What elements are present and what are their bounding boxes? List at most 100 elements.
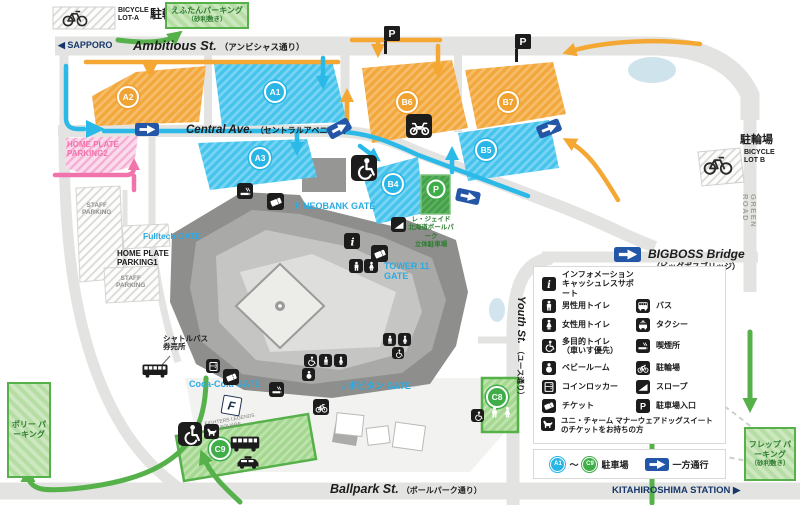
parking-entrance-flag-icon: P [515,34,531,62]
central-ave-jp: （セントラルアベニュー） [255,126,352,135]
staff-parking2-label: STAFF PARKING [116,275,146,290]
wheelchair-icon [178,422,202,446]
wheelchair-icon [392,347,404,359]
one-way-sign-icon [135,123,159,136]
staff-parking2-area [103,265,161,304]
baby-room-icon [302,368,315,381]
lot-badge-c8: C8 [486,386,508,408]
slope-icon [636,379,650,394]
ticket-icon [267,193,284,210]
male-icon [542,298,556,313]
legend-oneway-label: 一方通行 [672,459,709,470]
eftan-parking-name: えふたんパーキング [171,6,243,16]
eftan-parking-note: （砂利敷き） [187,16,227,24]
flep-parking-box: フレップ パーキング （砂利敷き） [744,427,796,481]
bicycle-lot-a-area [52,6,116,30]
coin-locker-icon [206,359,220,373]
smoking-icon [237,183,253,199]
svg-text:i: i [350,236,354,247]
wheelchair-icon [471,409,484,422]
ballpark-st-en: Ballpark St. [330,482,399,496]
svg-text:P: P [640,401,646,411]
home-plate-parking1-area [121,223,171,250]
dog-icon [541,417,555,431]
ambitious-st-en: Ambitious St. [133,38,217,53]
legend-item-label: コインロッカー [562,381,618,391]
ticket-icon [371,245,388,262]
lot-badge-c9: C9 [209,438,231,460]
bicycle-lot-b-label-jp: 駐輪場 [740,134,773,146]
bicycle-lot-a-label-en: BICYCLE LOT-A [118,7,149,22]
shuttle-bus-icon [142,364,168,378]
smoking-icon [269,382,284,397]
female-toilet-icon [364,259,378,273]
male-toilet-icon [349,259,363,273]
baby-icon [542,360,556,375]
legend-item-label: インフォメーション キャッシュレスサポート [562,269,634,298]
legend-item-ticket: チケット [542,396,634,415]
bicycle-icon [703,154,733,176]
legend-parking-label: 駐車場 [601,459,629,470]
cocacola-gate-label: Coca-Cola GATE [189,379,261,389]
one-way-sign-icon [535,117,563,140]
legend-badge-c9: C9 [582,456,598,472]
one-way-sign-icon [325,117,353,140]
lot-badge-b7: B7 [497,91,519,113]
youth-st-label: Youth St. （ユース通り） [515,296,527,399]
youth-st-en: Youth St. [515,296,527,344]
legend-item-label: スロープ [656,381,688,391]
ambitious-st-label: Ambitious St. （アンビシャス通り） [133,38,304,53]
pink-route-arrow [52,158,140,193]
taxi-stand-icon [236,456,260,469]
one-way-sign-icon [614,247,641,262]
legend-item-baby: ベビールーム [542,358,634,377]
sapporo-direction-label: ◀ SAPPORO [58,40,113,50]
legend-item-taxi: タクシー [636,315,722,334]
fulltech-gate-label: Fulltech GATE [143,231,201,241]
bus-icon [636,298,650,313]
lot-badge-a2: A2 [117,86,139,108]
ticket-icon [223,369,239,385]
staff-parking1-label: STAFF PARKING [82,202,112,217]
one-way-sign-icon [644,457,669,471]
bigboss-bridge-en: BIGBOSS Bridge [648,247,745,261]
flep-parking-note: （砂利敷き） [750,459,790,467]
home-plate-parking1-label: HOME PLATE PARKING1 [117,249,169,267]
eftan-parking-box: えふたんパーキング （砂利敷き） [165,2,249,29]
female-toilet-icon [398,333,411,346]
wheelchair-icon [351,155,377,181]
ticket-icon [542,398,556,413]
info-icon: i [344,233,360,249]
legend-item-label: 喫煙所 [656,341,680,351]
taxi-icon [636,317,650,332]
central-ave-en: Central Ave. [186,124,253,136]
legend-item-label: 女性用トイレ [562,319,610,329]
bicycle-icon [313,399,329,415]
legend-item-info: i インフォメーション キャッシュレスサポート [542,269,634,298]
bicycle-icon [636,360,650,375]
legend-item-label: 多目的トイレ （車いす優先） [562,336,618,355]
pflag-icon: P [636,398,650,413]
legend-tilde: ～ [569,459,579,470]
central-ave-label: Central Ave. （セントラルアベニュー） [186,124,352,136]
ambitious-st-jp: （アンビシャス通り） [219,42,305,52]
home-plate-parking2-label: HOME PLATE PARKING2 [67,140,119,158]
female-toilet-icon [334,354,347,367]
lot-a2-area [92,66,206,126]
wheelchair-icon [304,354,317,367]
flep-parking-name: フレップ パーキング [748,439,792,459]
svg-text:i: i [547,280,551,290]
male-toilet-icon [319,354,332,367]
lot-badge-a1: A1 [264,81,286,103]
parking-entrance-flag-icon: P [384,26,400,54]
lipovitan-gate-label: リポビタン GATE [339,381,411,391]
bicycle-icon [62,9,88,27]
legend-item-dog: ユニ・チャーム マナーウェアドッグスイート のチケットをお持ちの方 [541,416,723,435]
bus-stop-icon [230,436,260,452]
legend-item-label: 駐輪場 [656,362,680,372]
shuttle-pointer-line [160,355,171,367]
